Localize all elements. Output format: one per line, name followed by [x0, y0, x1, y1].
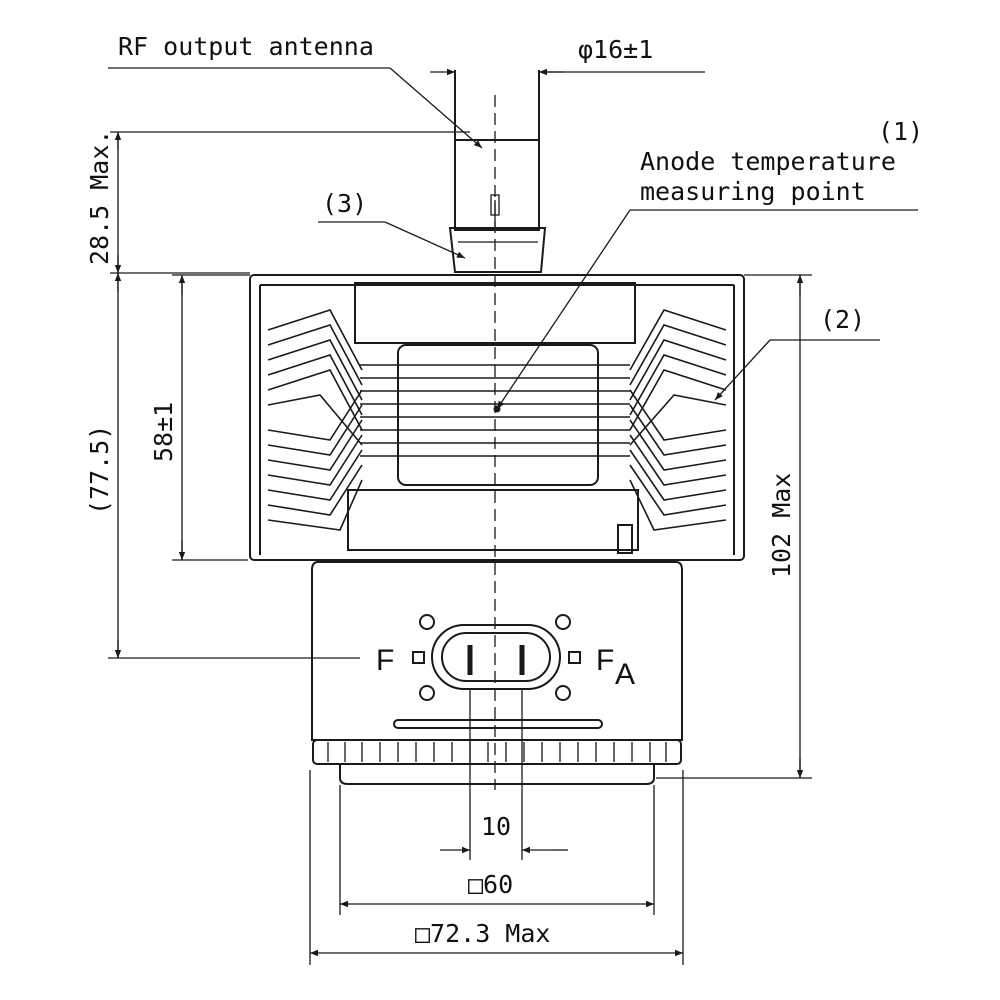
- left-fins: [267, 309, 363, 531]
- fin-height-label: 58±1: [149, 402, 178, 462]
- dimension-flange-square: □72.3 Max: [309, 770, 684, 965]
- terminal-insulator: [431, 624, 561, 690]
- terminal-f: [412, 651, 425, 664]
- terminal-fa: [568, 651, 581, 664]
- anode-label-line2: measuring point: [640, 177, 866, 206]
- antenna-height-label: 28.5 Max.: [85, 130, 114, 265]
- rf-antenna-callout: RF output antenna: [108, 32, 483, 149]
- terminal-f-label: F: [376, 644, 394, 677]
- pin-spacing-label: 10: [481, 812, 511, 841]
- total-height-label: 102 Max: [767, 473, 796, 578]
- rf-gasket: [312, 739, 682, 765]
- callout-2: (2): [714, 305, 880, 401]
- anode-callout: (1) Anode temperature measuring point: [496, 117, 923, 410]
- right-fins: [629, 309, 727, 531]
- terminal-fa-label: F A: [596, 644, 635, 691]
- svg-text:A: A: [615, 658, 635, 691]
- dimension-pin-spacing: 10: [440, 690, 568, 860]
- svg-text:F: F: [596, 644, 614, 677]
- anode-label-line1: Anode temperature: [640, 147, 896, 176]
- callout-3: (3): [318, 189, 466, 259]
- antenna: [448, 70, 547, 273]
- body-square-label: □60: [468, 870, 513, 899]
- dimension-body-square: □60: [339, 785, 655, 915]
- flange-square-label: □72.3 Max: [415, 919, 550, 948]
- filter-box: [311, 561, 683, 785]
- dimension-overall-77: (77.5): [85, 273, 360, 659]
- callout-2-label: (2): [820, 305, 865, 334]
- dimension-antenna-height: 28.5 Max.: [85, 130, 470, 274]
- overall-height-label: (77.5): [85, 425, 114, 515]
- dimension-total-height: 102 Max: [656, 274, 812, 779]
- dimension-antenna-diameter: φ16±1: [430, 35, 705, 76]
- cooling-fin-housing: [249, 274, 745, 561]
- callout-1-label: (1): [878, 117, 923, 146]
- rf-antenna-label: RF output antenna: [118, 32, 374, 61]
- dimension-fin-height: 58±1: [149, 274, 250, 561]
- callout-3-label: (3): [322, 189, 367, 218]
- antenna-diameter-label: φ16±1: [578, 35, 653, 64]
